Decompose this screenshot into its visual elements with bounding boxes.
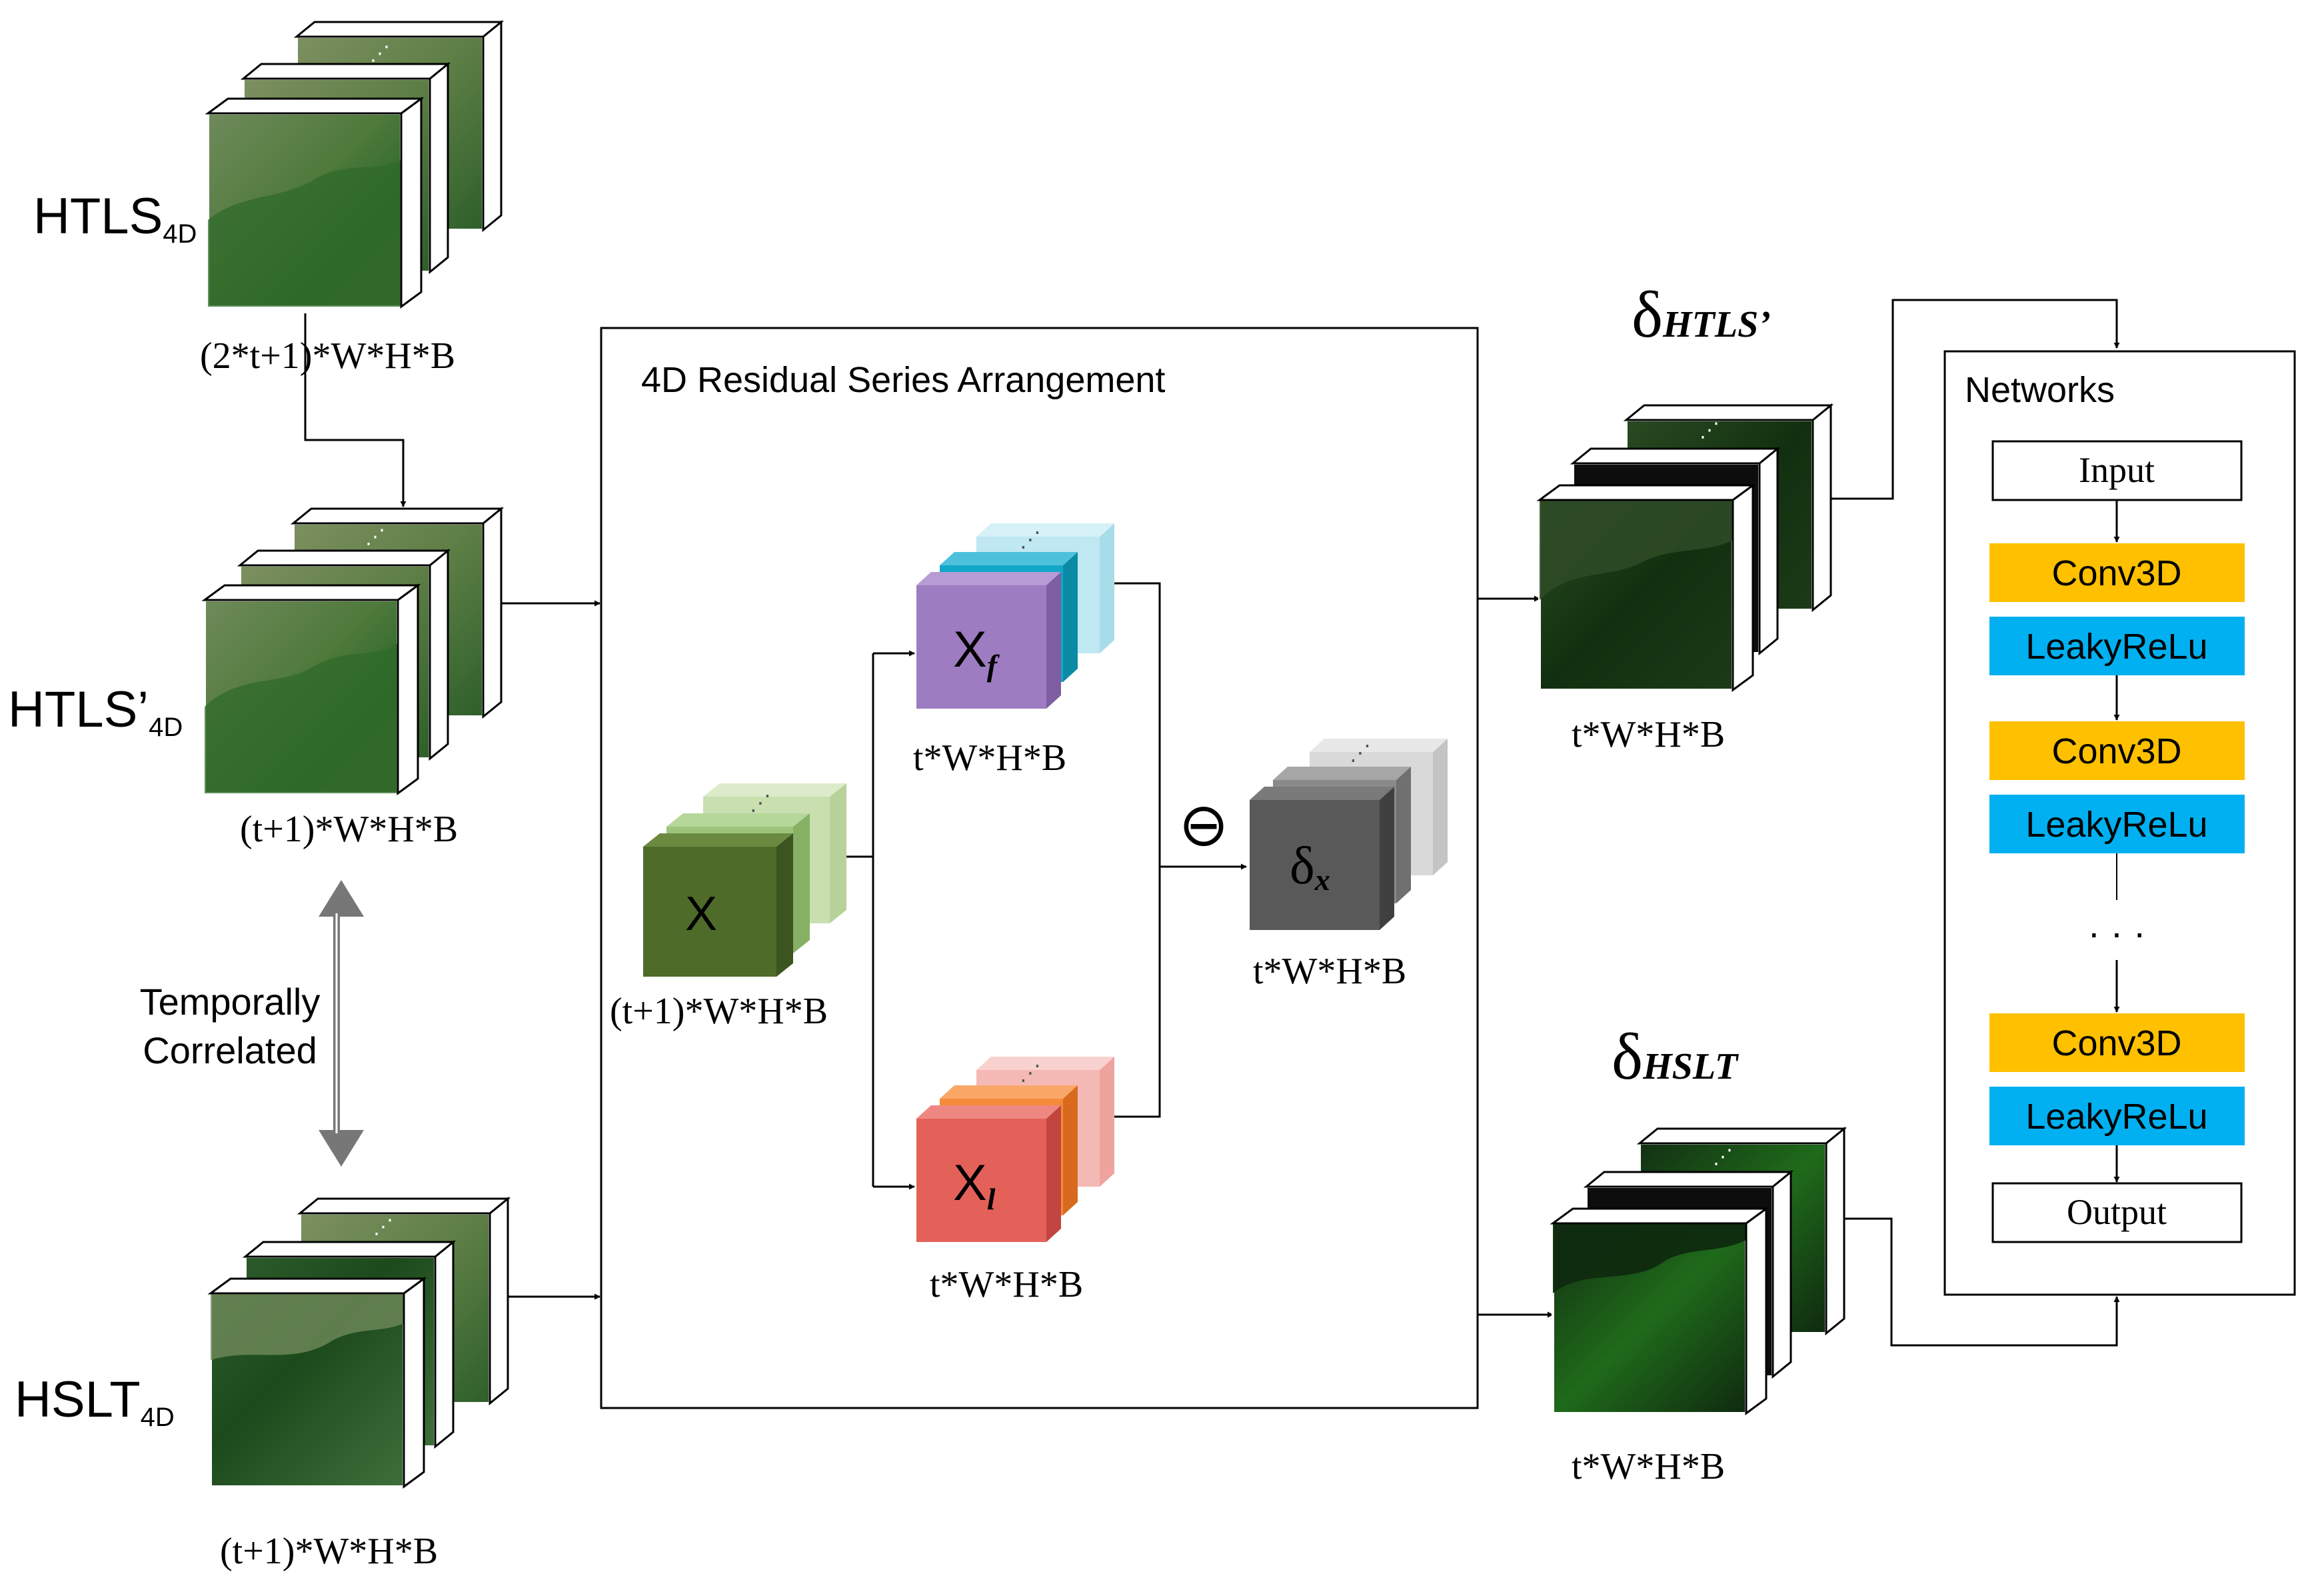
svg-text:⋰: ⋰ (373, 1216, 393, 1238)
network-input-label: Input (2079, 450, 2155, 490)
xl-to-minus-line (1114, 867, 1161, 1118)
delta-htls-dims: t*W*H*B (1572, 714, 1725, 755)
svg-text:⋰: ⋰ (370, 43, 390, 65)
delta-hslt-stack: ⋰ (1550, 1126, 1847, 1415)
svg-text:⋰: ⋰ (1713, 1146, 1733, 1168)
conv3d-block-1 (1989, 543, 2245, 602)
htls-to-htlsprime-arrow (304, 313, 407, 507)
networks-title: Networks (1965, 370, 2115, 410)
delta-hslt-dims: t*W*H*B (1572, 1446, 1725, 1487)
conv3d-block-3 (1989, 1013, 2245, 1072)
htls-prime-dims: (t+1)*W*H*B (240, 809, 458, 850)
svg-text:⋰: ⋰ (1020, 527, 1041, 551)
xf-to-minus-line (1114, 582, 1161, 867)
network-input-box (1991, 440, 2243, 501)
leakyrelu-block-1 (1989, 617, 2245, 675)
svg-text:⋰: ⋰ (750, 791, 771, 815)
delta-htls-label: δHTLS’ (1632, 277, 1771, 351)
xl-cube-stack: ⋰ (916, 1057, 1114, 1242)
x-dims: (t+1)*W*H*B (610, 991, 828, 1032)
x-cube-stack: ⋰ (643, 783, 846, 977)
leakyrelu-block-2 (1989, 795, 2245, 853)
xl-dims: t*W*H*B (930, 1264, 1083, 1305)
minus-operator: ⊖ (1178, 792, 1228, 859)
dx-dims: t*W*H*B (1253, 951, 1406, 992)
arrangement-title: 4D Residual Series Arrangement (641, 360, 1165, 400)
temporal-label-line1: Temporally (140, 981, 321, 1023)
htls-prime-label: HTLS’4D (8, 681, 183, 742)
htls-dims: (2*t+1)*W*H*B (200, 335, 455, 377)
svg-text:⋰: ⋰ (1350, 741, 1371, 765)
leakyrelu-block-3 (1989, 1087, 2245, 1145)
xf-dims: t*W*H*B (913, 737, 1066, 779)
hslt-dims: (t+1)*W*H*B (220, 1531, 438, 1572)
hslt-label: HSLT4D (15, 1371, 175, 1432)
conv3d-label-3: Conv3D (2051, 1023, 2181, 1063)
hslt-stack: ⋰ (207, 1196, 511, 1489)
htls-prime-stack: ⋰ (201, 506, 505, 795)
htls-label: HTLS4D (33, 188, 197, 249)
delta-hslt-label: δHSLT (1612, 1019, 1740, 1093)
temporal-label-line2: Correlated (143, 1029, 317, 1071)
leakyrelu-label-1: LeakyReLu (2025, 627, 2207, 667)
htls-stack: ⋰ (205, 19, 505, 309)
x-label: X (685, 887, 717, 941)
conv3d-block-2 (1989, 721, 2245, 780)
delta-hslt-to-networks-arrow (1844, 1217, 2120, 1347)
xl-label: Xl (953, 1155, 996, 1216)
arrangement-panel (600, 327, 1479, 1409)
leakyrelu-label-2: LeakyReLu (2025, 805, 2207, 845)
xf-cube-stack: ⋰ (916, 523, 1114, 709)
delta-htls-stack: ⋰ (1536, 403, 1834, 692)
temporal-correlation-arrow (319, 880, 364, 1167)
network-ellipsis: · · · (2087, 911, 2145, 953)
conv3d-label-1: Conv3D (2051, 553, 2181, 593)
dx-label: δx (1290, 837, 1330, 897)
svg-text:⋰: ⋰ (1700, 419, 1720, 441)
leakyrelu-label-3: LeakyReLu (2025, 1097, 2207, 1137)
svg-text:⋰: ⋰ (365, 526, 385, 548)
svg-text:⋰: ⋰ (1020, 1061, 1041, 1085)
xf-label: Xf (953, 621, 1000, 683)
network-output-box (1991, 1182, 2243, 1243)
network-output-label: Output (2067, 1192, 2167, 1232)
dx-cube-stack: ⋰ (1250, 739, 1448, 930)
conv3d-label-2: Conv3D (2051, 731, 2181, 771)
delta-htls-to-networks-arrow (1831, 299, 2120, 500)
networks-panel (1943, 350, 2296, 1296)
